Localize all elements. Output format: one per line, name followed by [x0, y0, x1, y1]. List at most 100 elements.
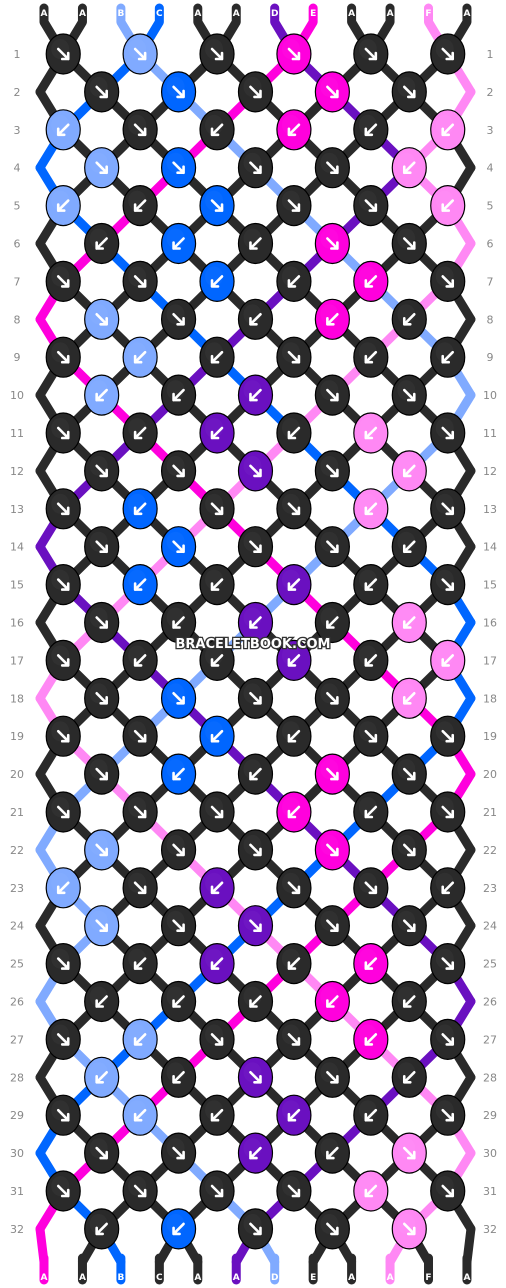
knot [314, 71, 350, 113]
knot-arrow-icon [95, 692, 108, 705]
knot-arrow-icon [441, 502, 455, 516]
knot [237, 753, 274, 795]
knot-arrow-icon [364, 426, 378, 440]
strand-letter-label: A [348, 9, 355, 19]
strand-letter-label: F [425, 9, 431, 19]
knot [391, 298, 427, 340]
row-label-right: 11 [483, 427, 497, 440]
knot [353, 412, 389, 454]
knot-arrow-icon [172, 1222, 185, 1236]
knot-arrow-icon [326, 85, 339, 99]
strand-letter-label: C [156, 1273, 163, 1283]
knot [353, 791, 389, 833]
knot [391, 829, 427, 871]
knot-arrow-icon [95, 919, 108, 932]
knot-arrow-icon [56, 805, 70, 819]
knot-arrow-icon [402, 995, 416, 1008]
knot [237, 374, 274, 416]
knot-arrow-icon [56, 957, 70, 970]
knot [391, 374, 427, 416]
knot [199, 1018, 235, 1061]
row-label-right: 27 [483, 1033, 497, 1046]
knot-arrow-icon [441, 47, 455, 61]
knot-arrow-icon [364, 729, 378, 743]
knot-arrow-icon [287, 1184, 301, 1198]
row-label-right: 13 [483, 503, 497, 516]
knot [276, 336, 312, 378]
knot-arrow-icon [56, 199, 70, 212]
knot [45, 867, 81, 909]
knot [276, 791, 312, 833]
row-label-left: 18 [10, 692, 24, 705]
row-label-left: 20 [10, 768, 24, 781]
knot-arrow-icon [210, 426, 224, 440]
knot-arrow-icon [133, 1033, 147, 1046]
knot-arrow-icon [133, 1184, 147, 1198]
knot-arrow-icon [95, 616, 108, 629]
knot [160, 71, 197, 113]
knot-arrow-icon [249, 464, 262, 478]
knot-arrow-icon [95, 843, 108, 857]
strand-letter-label: A [387, 9, 394, 19]
row-label-right: 22 [483, 844, 497, 857]
knot-arrow-icon [210, 502, 224, 516]
knot [199, 412, 235, 454]
strand-letter-label: D [271, 1273, 278, 1283]
knot-arrow-icon [172, 540, 185, 553]
knot [430, 33, 466, 75]
row-label-left: 24 [10, 920, 24, 933]
knot-arrow-icon [287, 426, 301, 440]
row-label-left: 16 [10, 617, 24, 630]
knot-arrow-icon [133, 350, 147, 364]
knot [199, 1094, 235, 1136]
knot-arrow-icon [133, 881, 147, 895]
row-label-left: 11 [10, 427, 24, 440]
knot [45, 260, 81, 302]
knot [45, 563, 81, 606]
knot-arrow-icon [287, 957, 301, 970]
row-label-left: 3 [14, 124, 21, 137]
knot [314, 1208, 350, 1250]
knot-grid [45, 33, 466, 1250]
knot-arrow-icon [95, 1071, 108, 1084]
row-label-left: 9 [14, 351, 21, 364]
knot-arrow-icon [249, 767, 262, 781]
row-label-right: 6 [487, 238, 494, 251]
row-label-right: 5 [487, 200, 494, 213]
knot [276, 1018, 312, 1061]
knot [45, 109, 81, 151]
knot [237, 829, 274, 871]
row-label-right: 24 [483, 920, 497, 933]
knot [237, 298, 274, 340]
knot-arrow-icon [56, 426, 70, 440]
knot-arrow-icon [287, 1108, 301, 1122]
row-label-right: 12 [483, 465, 497, 478]
knot [199, 639, 235, 682]
row-label-right: 29 [483, 1109, 497, 1122]
knot-arrow-icon [441, 1033, 455, 1046]
knot-arrow-icon [441, 123, 455, 137]
knot [276, 488, 312, 530]
knot-arrow-icon [326, 237, 339, 250]
knot [199, 942, 235, 985]
knot-arrow-icon [95, 313, 108, 326]
knot [160, 753, 197, 795]
knot [314, 829, 350, 871]
knot-arrow-icon [441, 654, 455, 667]
row-label-left: 17 [10, 654, 24, 667]
knot [84, 829, 120, 871]
knot-arrow-icon [441, 199, 455, 212]
knot-arrow-icon [402, 692, 416, 705]
knot [199, 867, 235, 909]
knot-arrow-icon [172, 692, 185, 705]
knot-arrow-icon [287, 275, 301, 288]
knot-arrow-icon [249, 388, 262, 402]
knot-arrow-icon [402, 843, 416, 857]
knot [237, 905, 274, 947]
knot [314, 298, 350, 340]
row-label-left: 25 [10, 958, 24, 971]
knot [45, 33, 81, 75]
knot-arrow-icon [133, 578, 147, 591]
row-label-right: 16 [483, 617, 497, 630]
